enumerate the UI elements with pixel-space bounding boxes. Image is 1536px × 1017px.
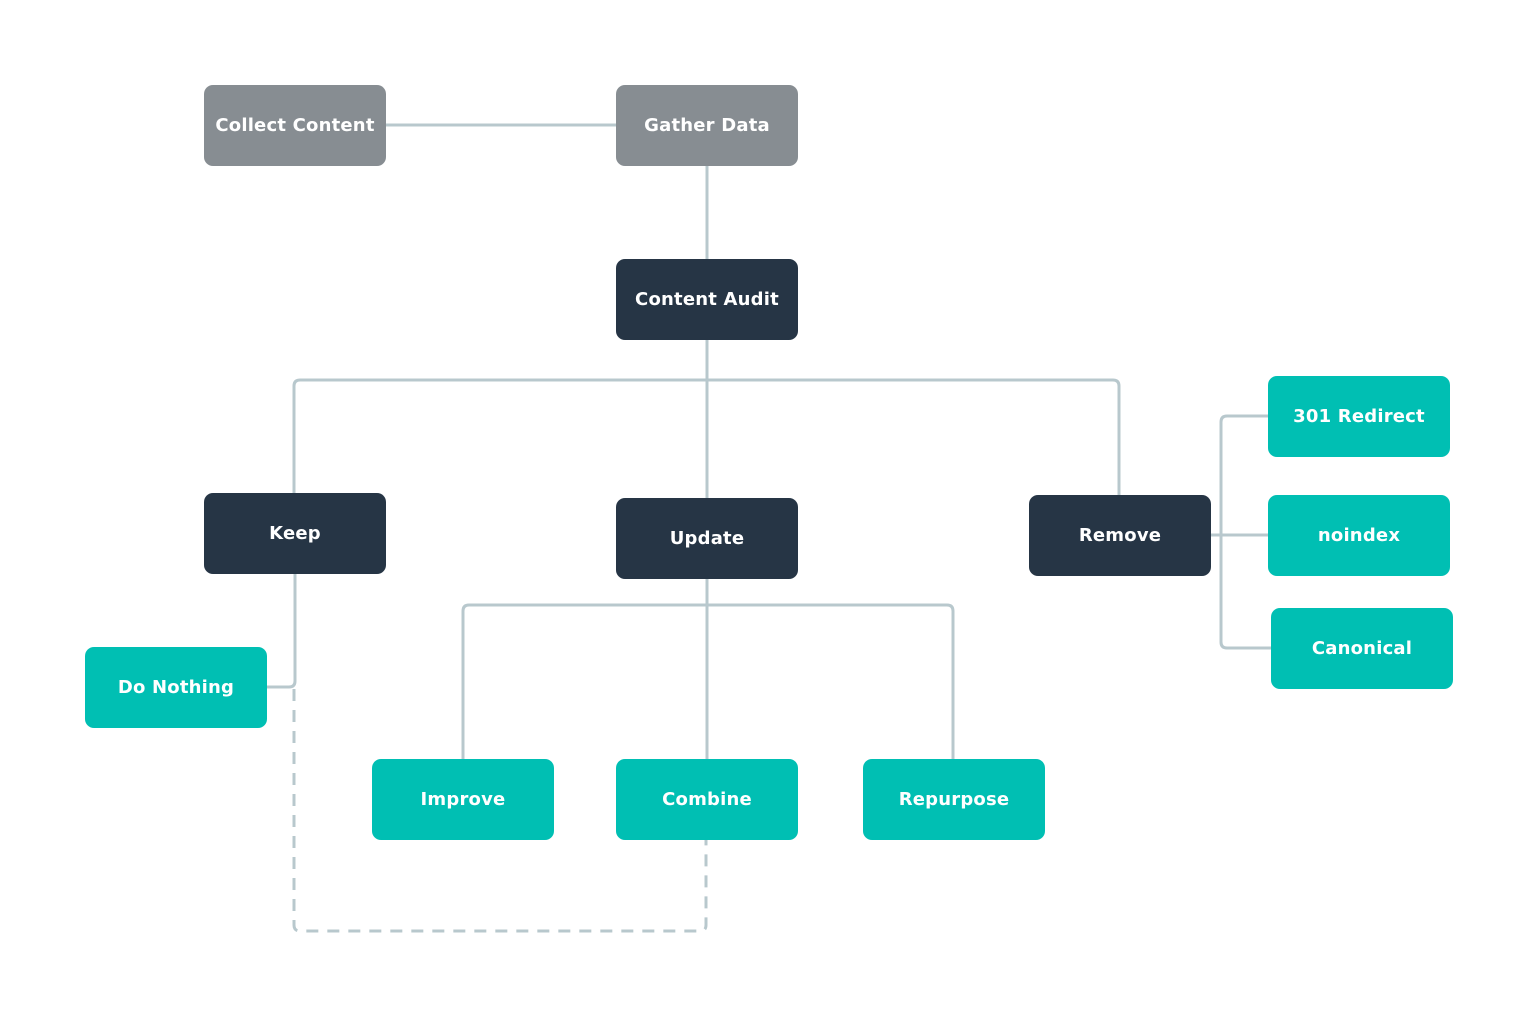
repurpose-node: Repurpose (863, 759, 1045, 840)
redirect-301-label: 301 Redirect (1293, 406, 1425, 427)
connector-dashed-loop (292, 689, 708, 933)
noindex-label: noindex (1317, 525, 1401, 546)
combine-node: Combine (616, 759, 798, 840)
collect-content-node: Collect Content (204, 85, 386, 166)
repurpose-label: Repurpose (898, 789, 1010, 810)
canonical-node: Canonical (1271, 608, 1453, 689)
canonical-label: Canonical (1311, 638, 1413, 659)
keep-label: Keep (269, 523, 321, 544)
connector-remove-to-children (1211, 414, 1271, 650)
connector-keep-to-do-nothing (267, 574, 297, 689)
noindex-node: noindex (1268, 495, 1450, 576)
update-label: Update (669, 528, 745, 549)
keep-node: Keep (204, 493, 386, 574)
content-audit-node: Content Audit (616, 259, 798, 340)
improve-label: Improve (420, 789, 506, 810)
collect-content-label: Collect Content (215, 115, 375, 136)
redirect-301-node: 301 Redirect (1268, 376, 1450, 457)
improve-node: Improve (372, 759, 554, 840)
connector-audit-to-branches (292, 340, 1121, 498)
update-node: Update (616, 498, 798, 579)
remove-label: Remove (1078, 525, 1162, 546)
gather-data-label: Gather Data (644, 115, 770, 136)
gather-data-node: Gather Data (616, 85, 798, 166)
content-audit-label: Content Audit (635, 289, 779, 310)
combine-label: Combine (662, 789, 752, 810)
remove-node: Remove (1029, 495, 1211, 576)
do-nothing-node: Do Nothing (85, 647, 267, 728)
connector-update-to-children (461, 579, 955, 759)
do-nothing-label: Do Nothing (117, 677, 235, 698)
